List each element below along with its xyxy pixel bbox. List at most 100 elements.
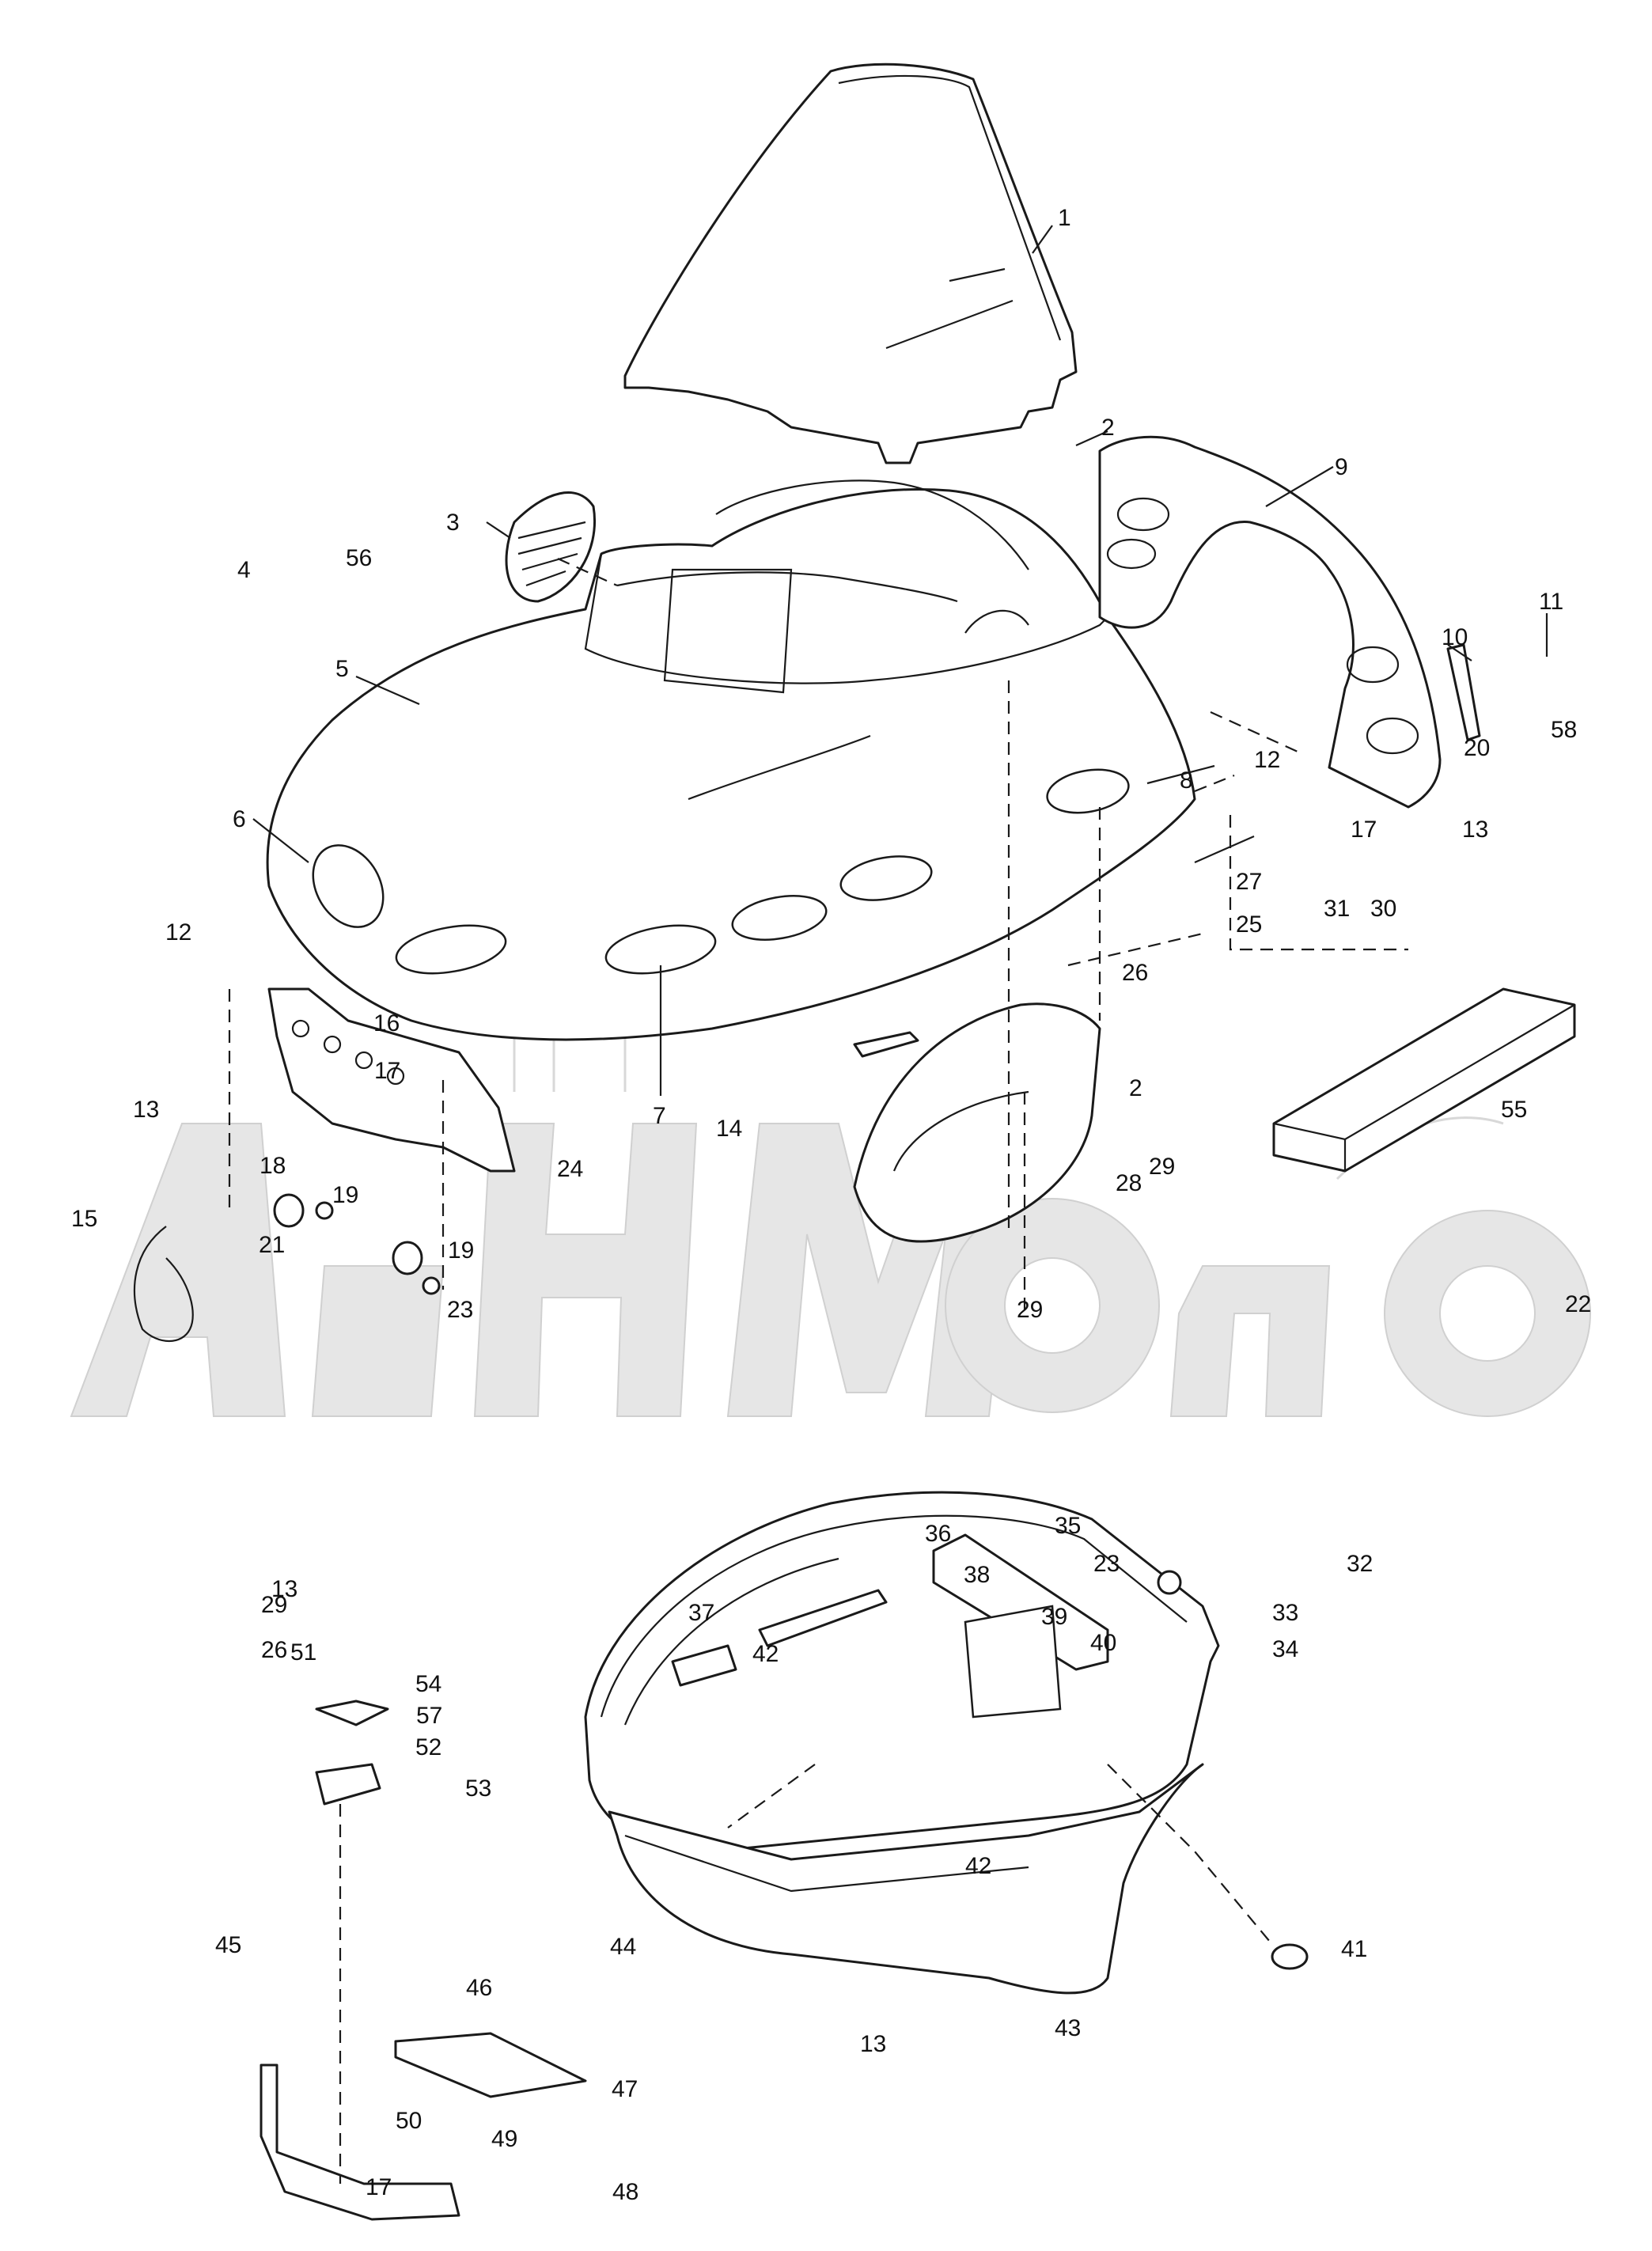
callout-label: 17 <box>1351 817 1377 843</box>
callout-label: 29 <box>1017 1297 1043 1323</box>
callout-label: 12 <box>165 919 191 945</box>
callout-label: 36 <box>925 1521 951 1547</box>
callout-label: 35 <box>1055 1513 1081 1539</box>
callout-label: 13 <box>271 1576 297 1602</box>
callout-label: 4 <box>237 557 251 583</box>
callout-label: 11 <box>1539 589 1563 615</box>
callout-label: 51 <box>290 1639 316 1666</box>
trim-strip <box>1446 643 1481 741</box>
callout-label: 49 <box>491 2126 517 2152</box>
callout-label: 6 <box>233 806 246 832</box>
windshield <box>623 63 1078 464</box>
hood-vent <box>312 844 385 928</box>
callout-label: 50 <box>396 2108 422 2134</box>
heat-shield-plate <box>394 2032 587 2098</box>
washer <box>422 1276 441 1295</box>
callout-label: 15 <box>71 1206 97 1232</box>
callout-label: 2 <box>1101 415 1115 441</box>
foam-block <box>1272 987 1576 1173</box>
callout-label: 21 <box>259 1232 285 1258</box>
callout-label: 12 <box>1254 747 1280 773</box>
mesh-screen <box>964 1605 1062 1719</box>
callout-label: 17 <box>374 1058 400 1084</box>
callout-label: 44 <box>610 1934 636 1960</box>
storage-bin <box>853 1002 1101 1243</box>
callout-label: 48 <box>612 2179 638 2205</box>
leader-lines <box>252 225 1548 1096</box>
callout-label: 42 <box>965 1853 991 1879</box>
callout-label: 20 <box>1464 735 1490 761</box>
callout-label: 25 <box>1236 911 1262 938</box>
small-plate <box>671 1644 737 1687</box>
callout-label: 29 <box>1149 1154 1175 1180</box>
callout-label: 13 <box>133 1097 159 1123</box>
callout-label: 26 <box>261 1637 287 1663</box>
callout-label: 14 <box>716 1116 742 1142</box>
rear-bracket <box>260 2063 460 2221</box>
hood-vent <box>604 924 717 975</box>
side-panel <box>1098 435 1442 809</box>
mount-bracket <box>267 987 516 1173</box>
callout-label: 22 <box>1565 1291 1591 1317</box>
nut <box>315 1201 334 1220</box>
callout-label: 13 <box>1462 817 1488 843</box>
callout-label: 29 <box>261 1592 287 1618</box>
callout-label: 47 <box>612 2076 638 2102</box>
callout-label: 40 <box>1090 1630 1116 1656</box>
callout-label: 23 <box>447 1297 473 1323</box>
callout-label: 7 <box>653 1103 666 1129</box>
callout-label: 39 <box>1041 1604 1067 1630</box>
callout-label: 37 <box>688 1600 714 1626</box>
callout-label: 5 <box>335 656 349 682</box>
damper <box>392 1241 423 1275</box>
callout-label: 33 <box>1272 1600 1298 1626</box>
handle <box>853 1031 919 1058</box>
callout-label: 26 <box>1122 960 1148 986</box>
callout-label: 13 <box>860 2031 886 2057</box>
callout-label: 23 <box>1093 1551 1120 1577</box>
hood-vent <box>839 855 933 901</box>
callout-label: 58 <box>1551 717 1577 743</box>
callout-label: 2 <box>1129 1075 1142 1101</box>
callout-label: 32 <box>1347 1551 1373 1577</box>
hood-vent <box>731 895 828 941</box>
callout-label: 55 <box>1501 1097 1527 1123</box>
callout-label: 53 <box>465 1775 491 1802</box>
callout-label: 54 <box>415 1671 441 1697</box>
callout-label: 31 <box>1324 896 1350 922</box>
callout-label: 42 <box>752 1641 779 1667</box>
callout-label: 8 <box>1180 767 1193 794</box>
plug <box>1271 1943 1309 1970</box>
callout-label: 43 <box>1055 2015 1081 2041</box>
callout-label: 16 <box>373 1010 400 1036</box>
callout-label: 19 <box>332 1182 358 1208</box>
reference-lines <box>228 557 1408 2184</box>
callout-label: 1 <box>1058 205 1071 231</box>
cushion-pad <box>315 1700 389 1726</box>
hood-vent <box>395 924 507 975</box>
callout-label: 57 <box>416 1703 442 1729</box>
callout-label: 10 <box>1442 624 1468 650</box>
trim-strip <box>758 1589 888 1647</box>
tether-cord <box>133 1226 194 1342</box>
damper <box>273 1193 305 1228</box>
callout-label: 9 <box>1335 454 1348 480</box>
washer <box>1157 1570 1182 1595</box>
callout-label: 56 <box>346 545 372 571</box>
callout-label: 18 <box>260 1153 286 1179</box>
callout-label: 17 <box>366 2174 392 2200</box>
callout-label: 27 <box>1236 869 1262 895</box>
callout-label: 34 <box>1272 1636 1298 1662</box>
callout-label: 3 <box>446 510 460 536</box>
callout-label: 52 <box>415 1734 441 1760</box>
rubber-block <box>315 1763 381 1806</box>
hood <box>266 487 1196 1041</box>
callout-label: 28 <box>1116 1170 1142 1196</box>
callout-label: 46 <box>466 1975 492 2001</box>
callout-label: 30 <box>1370 896 1396 922</box>
filter-block <box>932 1533 1109 1671</box>
callout-label: 19 <box>448 1237 474 1264</box>
callout-label: 45 <box>215 1932 241 1958</box>
callout-label: 38 <box>964 1562 990 1588</box>
